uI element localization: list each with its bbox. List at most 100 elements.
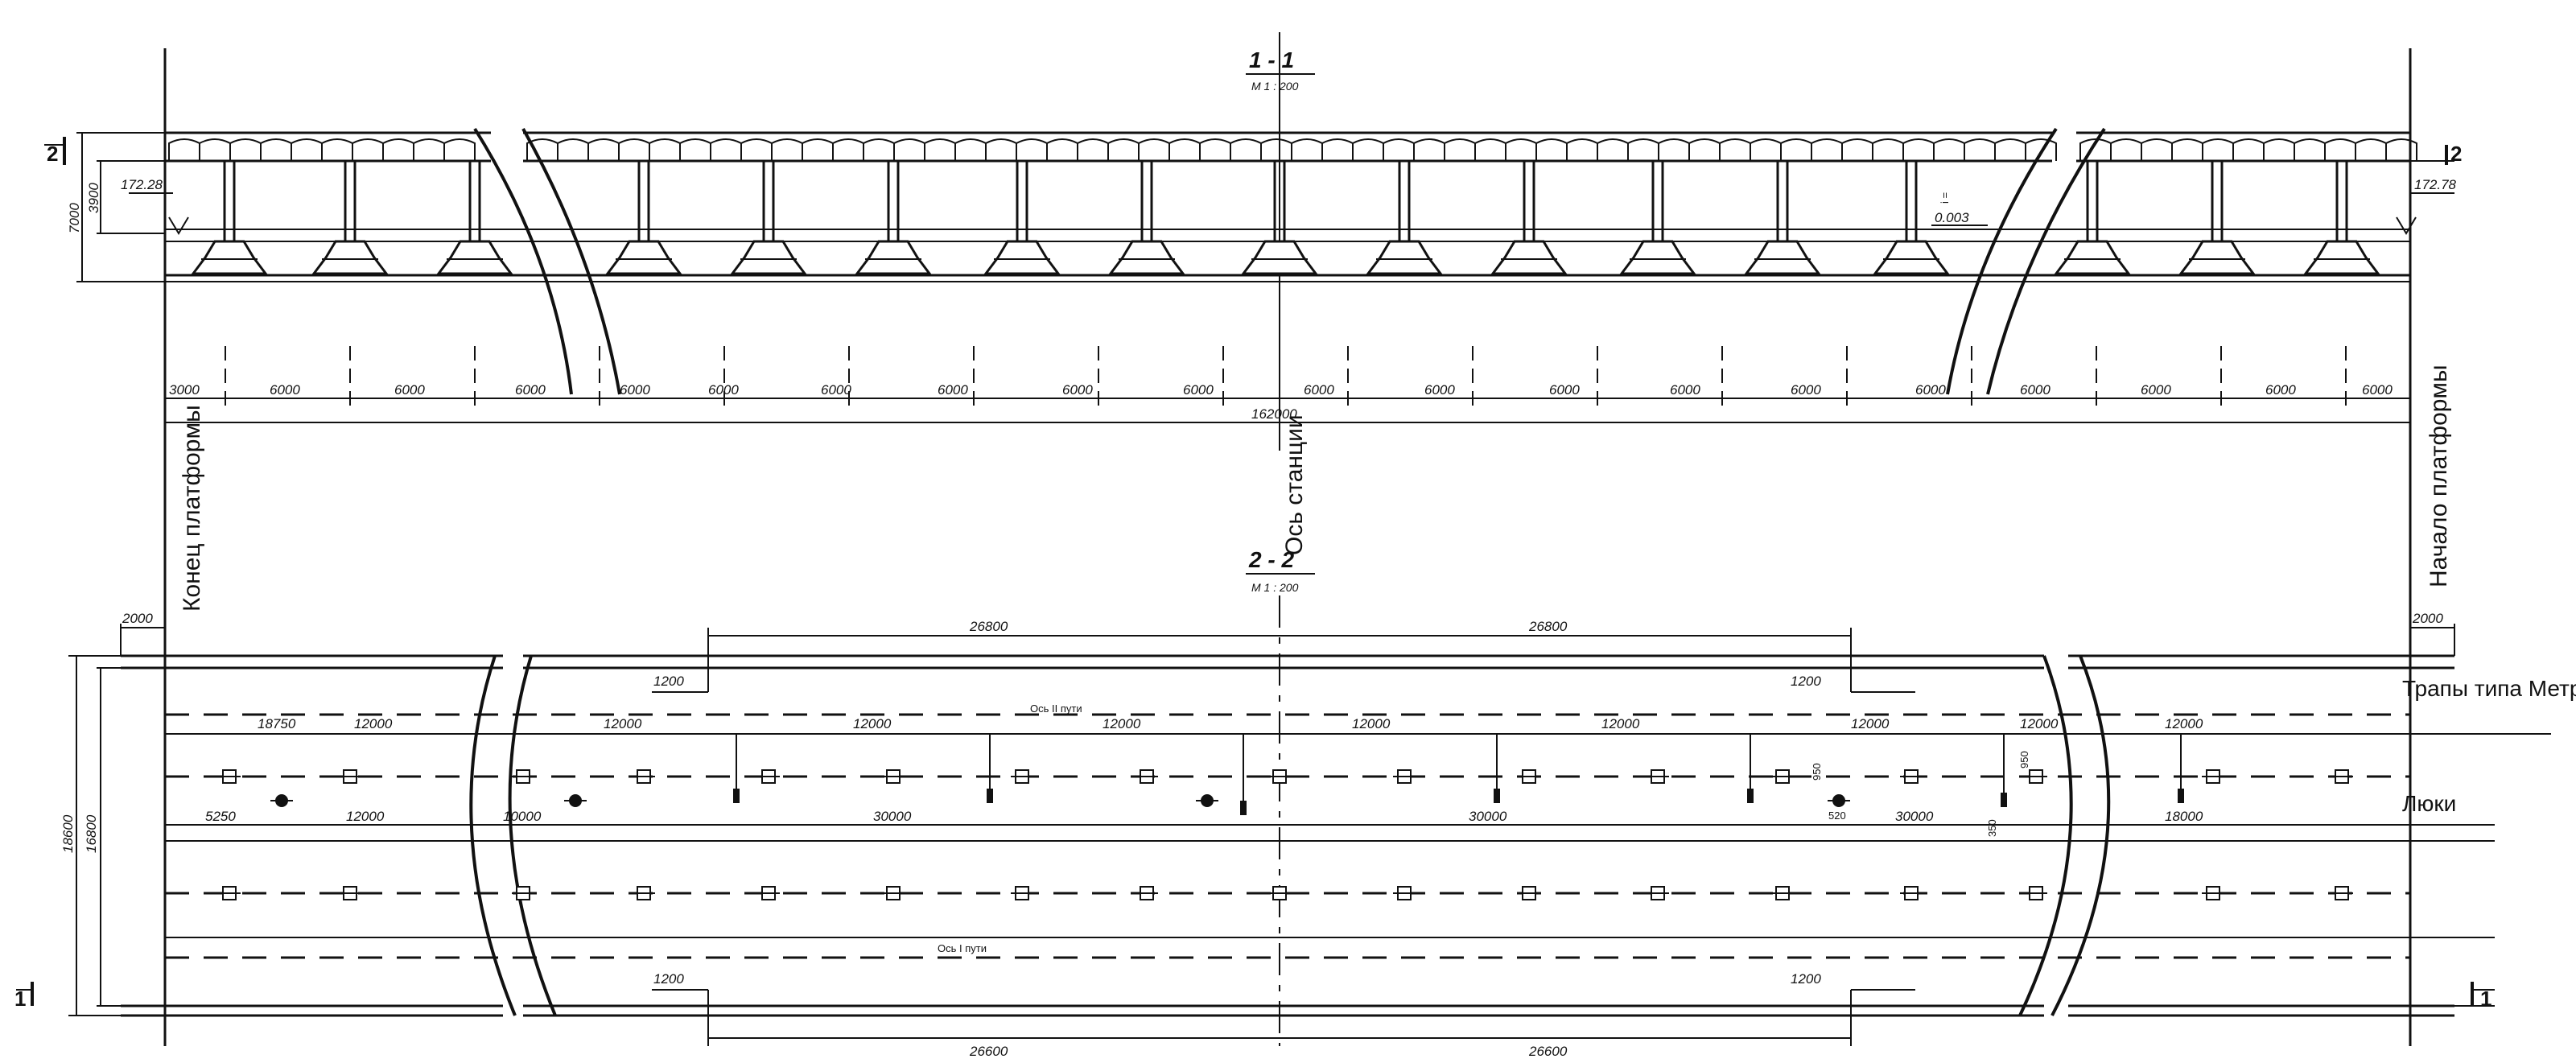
span-label: 6000 <box>1791 382 1821 398</box>
track-2-label: Ось II пути <box>1030 702 1082 715</box>
vault-arch <box>443 138 476 161</box>
row2-dim: 18000 <box>2165 809 2203 824</box>
vault-arch <box>1291 138 1323 161</box>
column-base <box>1619 240 1696 275</box>
height-outer-2: 18600 <box>60 814 76 853</box>
post-marker <box>2178 789 2184 803</box>
vault-arch <box>2355 138 2387 161</box>
platform-start-label: Начало платформы <box>2426 365 2452 587</box>
vault-arch <box>2110 138 2142 161</box>
vault-arch <box>1872 138 1904 161</box>
section-2-2: 2 - 2 М 1 : 200 <box>14 547 2576 1059</box>
row1-dim: 12000 <box>354 716 393 731</box>
column-base <box>2303 240 2380 275</box>
vault-arch <box>1841 138 1873 161</box>
slope-value: 0.003 <box>1935 210 1969 225</box>
vault-arch <box>771 138 803 161</box>
column-base <box>1490 240 1568 275</box>
vault-arch <box>229 138 262 161</box>
vault-arch <box>985 138 1017 161</box>
small-dim: 520 <box>1828 810 1846 822</box>
vault-arch <box>321 138 353 161</box>
vault-arch <box>1046 138 1078 161</box>
row1-dim: 18750 <box>258 716 296 731</box>
stairs-label: Трапы типа Метро <box>2402 676 2576 701</box>
vault-arch <box>1627 138 1659 161</box>
track-1-label: Ось I пути <box>938 942 987 954</box>
vault-arch <box>2232 138 2265 161</box>
vault-arch <box>1230 138 1262 161</box>
vault-arch <box>2141 138 2173 161</box>
width-left: 2000 <box>122 611 153 626</box>
span-label: 6000 <box>938 382 968 398</box>
width-right: 2000 <box>2412 611 2443 626</box>
vault-arch <box>2202 138 2234 161</box>
section-2-marker-right: 1 <box>2480 987 2492 1011</box>
post-marker <box>1747 789 1754 803</box>
slope-label: i = <box>1939 192 1951 204</box>
post-marker <box>1494 789 1500 803</box>
vault-arch <box>1719 138 1751 161</box>
span-label: 6000 <box>1670 382 1700 398</box>
roof-slab <box>165 131 2410 282</box>
column-base <box>2054 240 2131 275</box>
row1-dim: 12000 <box>1352 716 1391 731</box>
vault-arch <box>291 138 323 161</box>
vault-arch <box>557 138 589 161</box>
height-inner-left: 3900 <box>86 183 101 213</box>
row2-dim: 30000 <box>873 809 912 824</box>
span-label: 6000 <box>1183 382 1214 398</box>
vault-arch <box>1260 138 1292 161</box>
offset-dim-1: 1200 <box>653 674 684 689</box>
column-base <box>855 240 932 275</box>
span-label: 6000 <box>2020 382 2050 398</box>
long-dimensions <box>652 628 1915 1046</box>
vault-arch <box>2171 138 2203 161</box>
column-base <box>1744 240 1821 275</box>
elevation-right: 172.78 <box>2414 177 2457 192</box>
span-label: 3000 <box>169 382 200 398</box>
row1-dim: 12000 <box>604 716 642 731</box>
small-dim: 350 <box>1986 819 1998 837</box>
vault-arch <box>1994 138 2026 161</box>
section-1-marker-left: 2 <box>47 142 58 166</box>
vault-arch <box>2385 138 2417 161</box>
column-base <box>436 240 513 275</box>
roof-vaults <box>168 138 2417 161</box>
vault-arch <box>1413 138 1445 161</box>
row1-dim: 12000 <box>2020 716 2059 731</box>
section-1-title: 1 - 1 <box>1249 47 1294 72</box>
track-axis-dashed <box>165 713 2410 959</box>
vault-arch <box>382 138 414 161</box>
height-outer-left: 7000 <box>67 203 82 233</box>
row2-dim: 5250 <box>205 809 236 824</box>
vault-arch <box>199 138 231 161</box>
vault-arch <box>1077 138 1109 161</box>
column-base <box>1108 240 1185 275</box>
vault-arch <box>863 138 895 161</box>
column-base <box>1366 240 1443 275</box>
row1-dim: 12000 <box>1103 716 1141 731</box>
vault-arch <box>1658 138 1690 161</box>
span-label: 6000 <box>394 382 425 398</box>
row1-dim: 12000 <box>1601 716 1640 731</box>
span-label: 6000 <box>2265 382 2296 398</box>
bottom-dim-1: 26600 <box>969 1044 1008 1059</box>
vault-arch <box>1199 138 1231 161</box>
height-dimensions-left <box>44 132 189 282</box>
row2-dim: 30000 <box>1895 809 1934 824</box>
row2-dim: 12000 <box>346 809 385 824</box>
offset-dim-3: 1200 <box>653 971 684 987</box>
section-2-title: 2 - 2 <box>1248 547 1294 572</box>
top-dim-1: 26800 <box>969 619 1008 634</box>
vault-arch <box>1168 138 1201 161</box>
section-1-1: 1 - 1 М 1 : 200 <box>44 47 2462 423</box>
hatch-markers <box>218 734 2353 900</box>
column-base <box>605 240 682 275</box>
span-label: 6000 <box>515 382 546 398</box>
vault-arch <box>2025 138 2057 161</box>
vault-arch <box>1811 138 1843 161</box>
vault-arch <box>1321 138 1354 161</box>
vault-arch <box>587 138 620 161</box>
